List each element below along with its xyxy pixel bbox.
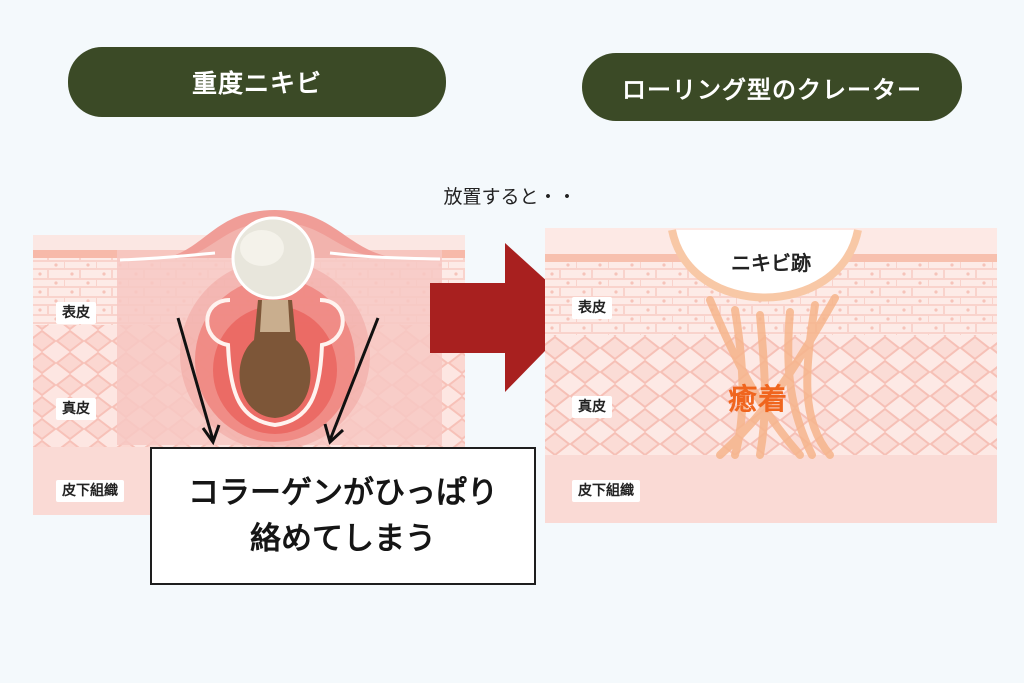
- label-subcutis-left: 皮下組織: [56, 480, 124, 502]
- collagen-callout-box: コラーゲンがひっぱり 絡めてしまう: [150, 447, 536, 585]
- label-epidermis-right: 表皮: [572, 297, 612, 319]
- right-skin-block: [545, 228, 997, 523]
- acne-scar-label: ニキビ跡: [731, 251, 811, 275]
- adhesion-label: 癒着: [728, 382, 789, 416]
- progression-arrow: [430, 243, 582, 392]
- collagen-pull-arrows: [176, 317, 380, 446]
- callout-line-2: 絡めてしまう: [250, 521, 436, 557]
- middle-caption: 放置すると・・: [443, 186, 577, 208]
- header-severe-acne: 重度ニキビ: [68, 47, 446, 117]
- label-dermis-left: 真皮: [56, 398, 96, 420]
- callout-line-1: コラーゲンがひっぱり: [188, 475, 498, 511]
- label-epidermis-left: 表皮: [56, 302, 96, 324]
- label-dermis-right: 真皮: [572, 396, 612, 418]
- header-rolling-crater: ローリング型のクレーター: [582, 53, 962, 121]
- label-subcutis-right: 皮下組織: [572, 480, 640, 502]
